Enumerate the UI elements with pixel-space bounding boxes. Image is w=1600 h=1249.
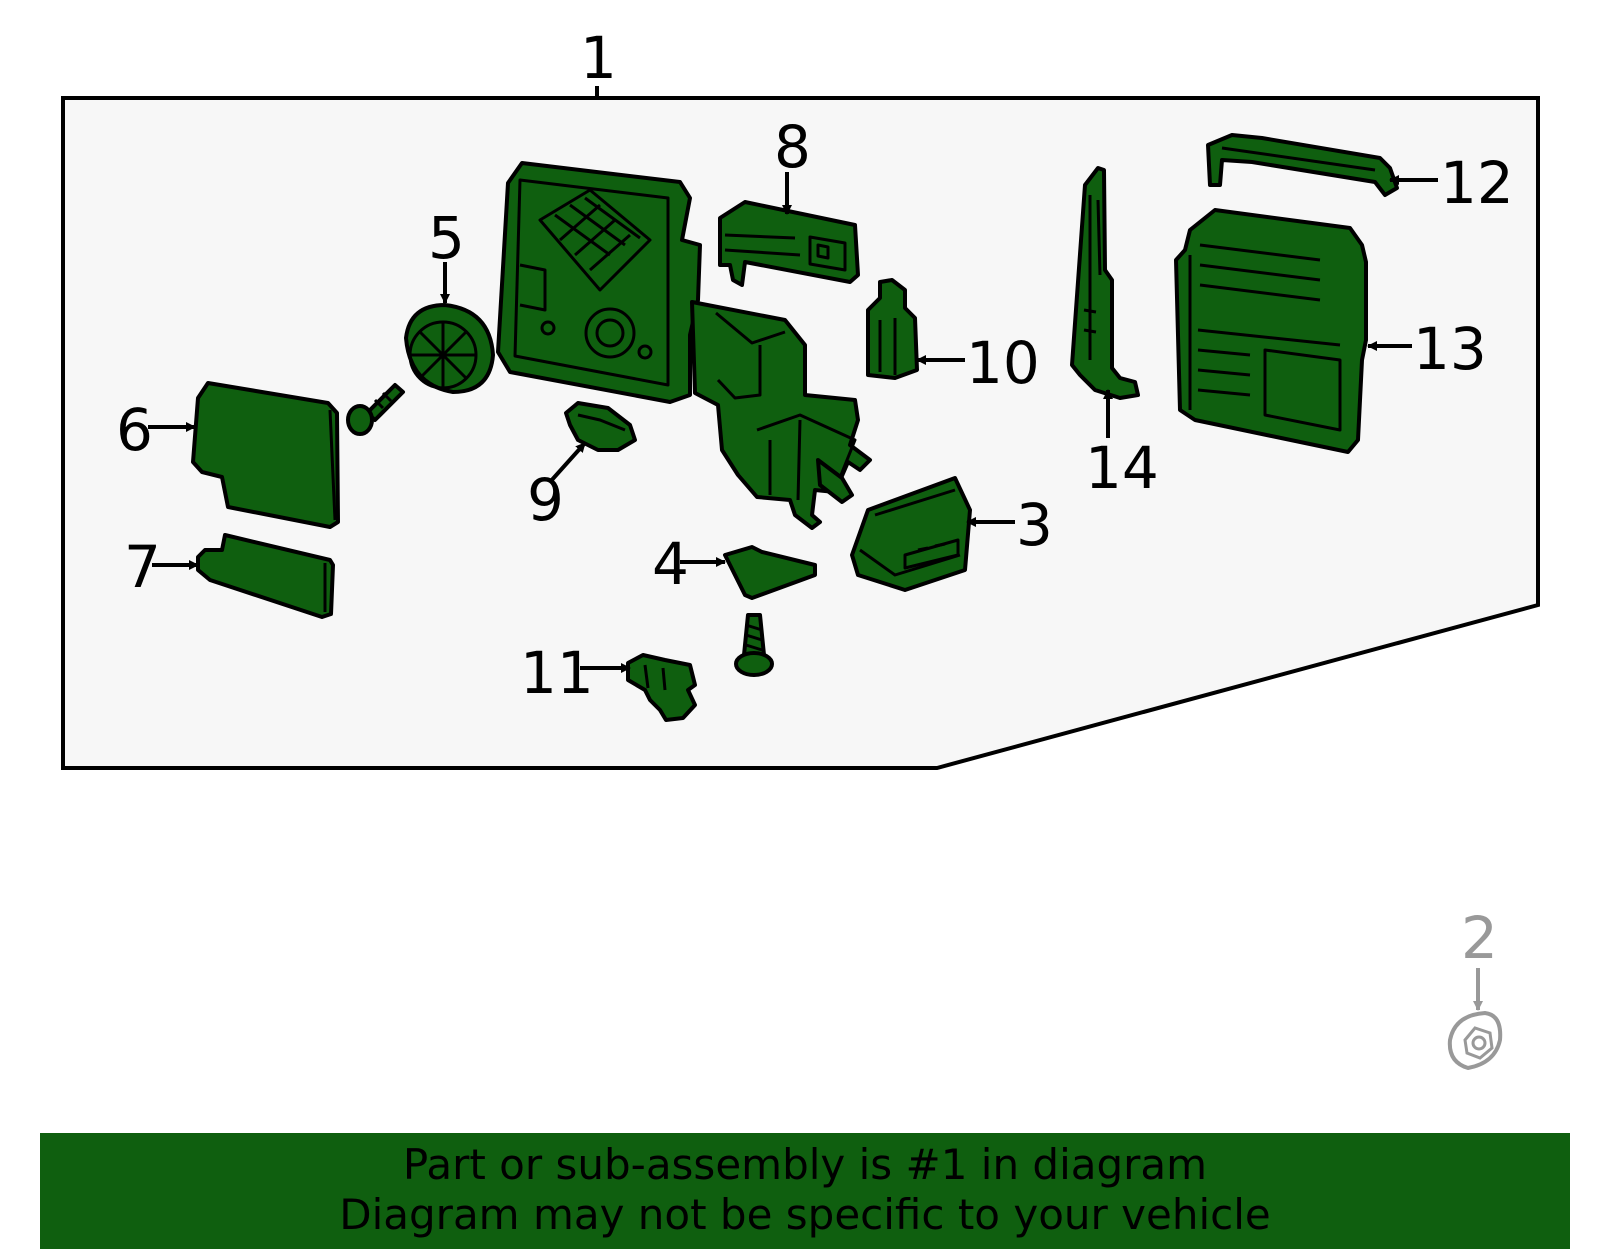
connector-part[interactable]	[626, 653, 697, 722]
callout-7[interactable]: 7	[124, 533, 161, 601]
callout-9[interactable]: 9	[527, 466, 564, 534]
nut-part[interactable]	[1447, 1010, 1503, 1071]
mirror-arm-part[interactable]	[690, 300, 872, 530]
banner-line-2: Diagram may not be specific to your vehi…	[339, 1190, 1271, 1239]
callout-5[interactable]: 5	[428, 204, 465, 272]
cap-trim-part[interactable]	[1206, 133, 1399, 197]
mirror-motor-part[interactable]	[404, 303, 495, 394]
banner-line-1: Part or sub-assembly is #1 in diagram	[402, 1140, 1208, 1189]
bolt-part[interactable]	[346, 383, 405, 436]
callout-11[interactable]: 11	[520, 639, 594, 707]
callout-6[interactable]: 6	[116, 396, 153, 464]
screw-part[interactable]	[734, 613, 774, 677]
callout-4[interactable]: 4	[652, 530, 689, 598]
callout-3[interactable]: 3	[1016, 491, 1053, 559]
disclaimer-banner: Part or sub-assembly is #1 in diagram Di…	[40, 1133, 1570, 1249]
callout-10[interactable]: 10	[966, 329, 1040, 397]
mirror-cover-part[interactable]	[1174, 208, 1368, 454]
bracket-clip-part[interactable]	[723, 545, 817, 600]
callout-14[interactable]: 14	[1085, 434, 1159, 502]
turn-signal-part[interactable]	[718, 200, 860, 287]
spotter-glass-part[interactable]	[196, 533, 335, 619]
mirror-housing-part[interactable]	[496, 161, 702, 404]
puddle-lamp-part[interactable]	[564, 401, 637, 452]
callout-13[interactable]: 13	[1413, 315, 1487, 383]
callout-8[interactable]: 8	[774, 113, 811, 181]
mirror-glass-part[interactable]	[191, 381, 340, 529]
callout-2[interactable]: 2	[1461, 904, 1498, 972]
callout-1[interactable]: 1	[580, 24, 617, 92]
side-trim-part[interactable]	[1070, 166, 1140, 400]
control-module-part[interactable]	[850, 476, 972, 592]
camera-part[interactable]	[866, 278, 919, 380]
callout-12[interactable]: 12	[1440, 149, 1514, 217]
